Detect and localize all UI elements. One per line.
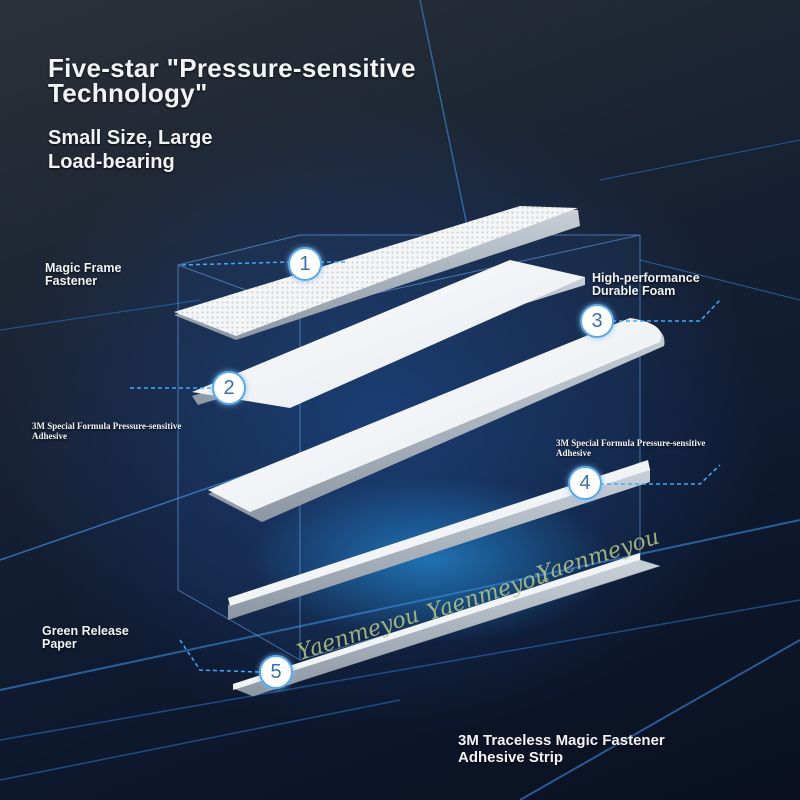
layer-4-label: 3M Special Formula Pressure-sensitive Ad… [556,438,706,458]
leader-lines [130,261,721,673]
layer-2-label: 3M Special Formula Pressure-sensitive Ad… [32,421,182,441]
layer-1-velcro [174,206,580,340]
layer-3-label: High-performance Durable Foam [592,271,700,298]
layer-2-adhesive [192,260,585,408]
subheadline: Small Size, Large Load-bearing [48,127,213,173]
layer-4-number-badge: 4 [568,466,602,500]
layer-3-number-badge: 3 [580,304,614,338]
product-name: 3M Traceless Magic Fastener Adhesive Str… [458,732,665,766]
headline: Five-star "Pressure-sensitive Technology… [48,53,416,108]
layer-1-number-badge: 1 [288,247,322,281]
layer-4-adhesive [228,460,650,620]
layer-3-foam [208,318,665,522]
layer-5-label: Green Release Paper [42,624,129,651]
layer-2-number-badge: 2 [212,371,246,405]
layer-1-label: Magic Frame Fastener [45,261,122,288]
layer-5-number-badge: 5 [259,655,293,689]
